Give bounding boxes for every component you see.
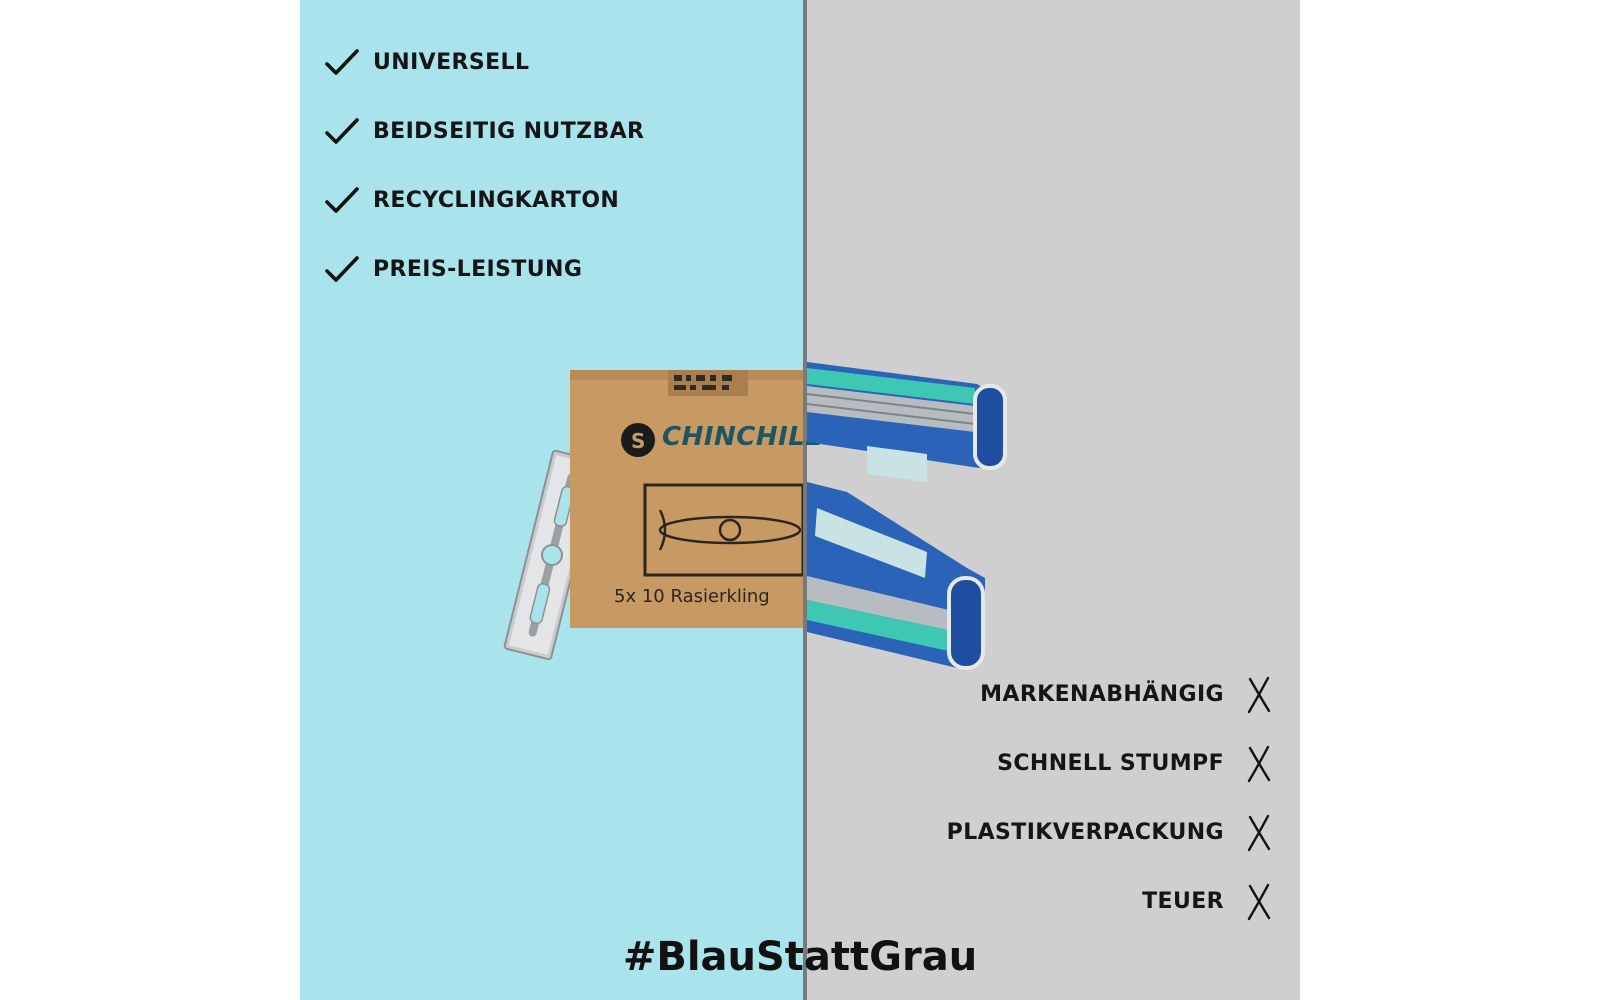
pro-list: UNIVERSELL BEIDSEITIG NUTZBAR RECYCLINGK… [325, 28, 644, 304]
cross-icon [1247, 883, 1271, 920]
pro-item-universell: UNIVERSELL [325, 28, 644, 97]
con-label: SCHNELL STUMPF [997, 751, 1224, 776]
con-label: TEUER [1142, 889, 1224, 914]
pro-label: BEIDSEITIG NUTZBAR [373, 119, 645, 144]
check-icon [325, 117, 359, 144]
cardboard-box-graphic: S [570, 370, 803, 628]
check-icon [325, 48, 359, 75]
con-item-teuer: TEUER [947, 867, 1274, 936]
hashtag-caption: #BlauStattGrau [622, 934, 978, 980]
check-icon [325, 186, 359, 213]
check-icon [325, 255, 359, 282]
pro-item-recyclingkarton: RECYCLINGKARTON [325, 166, 644, 235]
grey-panel [807, 0, 1300, 1000]
cross-icon [1247, 814, 1271, 851]
blade-box-image: S CHINCHILL 5x 10 Rasierkling [570, 370, 822, 628]
cross-icon [1247, 745, 1271, 782]
con-list: MARKENABHÄNGIG SCHNELL STUMPF PLASTIKVER… [947, 660, 1274, 936]
pro-item-beidseitig-nutzbar: BEIDSEITIG NUTZBAR [325, 97, 644, 166]
pro-item-preis-leistung: PREIS-LEISTUNG [325, 235, 644, 304]
svg-text:S: S [631, 429, 645, 453]
pro-label: UNIVERSELL [373, 50, 530, 75]
con-item-plastikverpackung: PLASTIKVERPACKUNG [947, 798, 1274, 867]
con-item-schnell-stumpf: SCHNELL STUMPF [947, 729, 1274, 798]
con-label: MARKENABHÄNGIG [980, 682, 1224, 707]
pro-label: PREIS-LEISTUNG [373, 257, 583, 282]
con-item-markenabhaengig: MARKENABHÄNGIG [947, 660, 1274, 729]
box-caption-text: 5x 10 Rasierkling [614, 586, 770, 607]
box-brand-text: CHINCHILL [662, 422, 823, 452]
razor-cartridges-image [807, 362, 1007, 670]
con-label: PLASTIKVERPACKUNG [946, 820, 1224, 845]
cross-icon [1247, 676, 1271, 713]
center-divider [803, 0, 807, 1000]
pro-label: RECYCLINGKARTON [373, 188, 620, 213]
